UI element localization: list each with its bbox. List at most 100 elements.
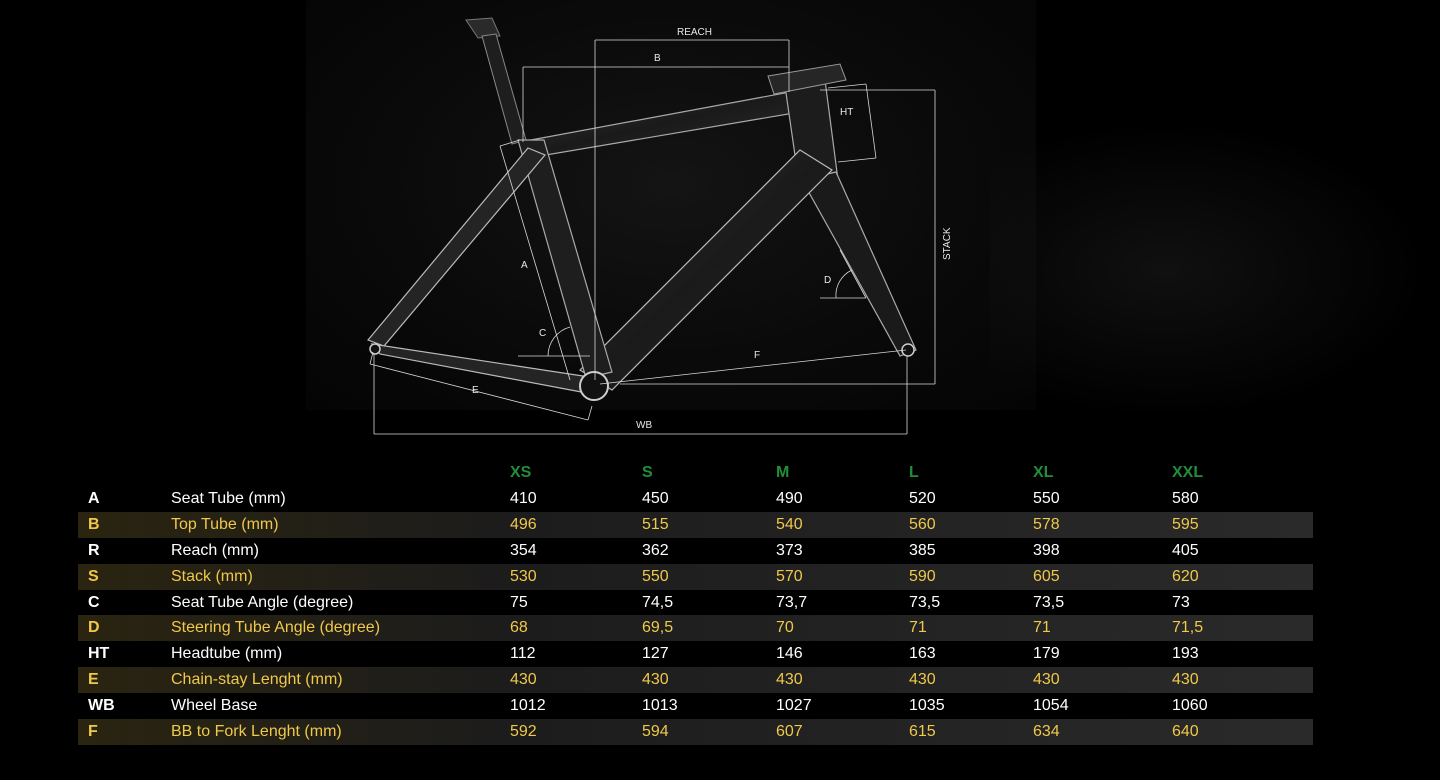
row-name: Reach (mm)	[171, 541, 260, 559]
row-value-m: 570	[776, 567, 803, 585]
row-value-m: 70	[776, 619, 794, 637]
row-value-xxl: 71,5	[1172, 619, 1204, 637]
f-label: F	[754, 350, 760, 361]
row-value-xl: 634	[1033, 723, 1060, 741]
row-value-m: 73,7	[776, 593, 808, 611]
row-value-xl: 550	[1033, 490, 1060, 507]
row-value-s: 127	[642, 645, 669, 663]
row-value-l: 73,5	[909, 593, 941, 611]
row-name: Headtube (mm)	[171, 645, 283, 663]
size-header-s: S	[642, 464, 653, 481]
frame-geometry-diagram: REACH B HT STACK A C D F E WB	[366, 17, 953, 435]
row-value-xl: 430	[1033, 671, 1060, 689]
row-value-xxl: 595	[1172, 515, 1199, 533]
row-value-m: 373	[776, 541, 803, 559]
row-value-s: 450	[642, 490, 669, 507]
row-value-xs: 430	[510, 671, 537, 689]
row-value-xxl: 430	[1172, 671, 1199, 689]
geometry-row-ht: HT Headtube (mm) 112 127 146 163 179 193	[78, 641, 1313, 667]
row-value-xxl: 193	[1172, 645, 1199, 663]
seatpost	[465, 17, 527, 145]
row-value-xl: 578	[1033, 515, 1060, 533]
ht-label: HT	[840, 107, 853, 118]
row-value-xxl: 580	[1172, 490, 1199, 507]
row-value-xs: 592	[510, 723, 537, 741]
row-value-xxl: 405	[1172, 541, 1199, 559]
row-value-l: 615	[909, 723, 936, 741]
row-value-xs: 112	[510, 645, 536, 663]
row-value-xs: 410	[510, 490, 537, 507]
geometry-row-a: A Seat Tube (mm) 410 450 490 520 550 580	[78, 486, 1313, 512]
row-value-l: 430	[909, 671, 936, 689]
row-name: BB to Fork Lenght (mm)	[171, 723, 342, 741]
row-value-xxl: 1060	[1172, 697, 1208, 715]
size-header-l: L	[909, 464, 919, 481]
row-code: B	[88, 515, 100, 533]
row-code: F	[88, 723, 98, 741]
row-value-s: 69,5	[642, 619, 674, 637]
row-value-s: 362	[642, 541, 669, 559]
row-name: Seat Tube (mm)	[171, 490, 286, 507]
wb-label: WB	[636, 420, 652, 431]
row-value-l: 520	[909, 490, 936, 507]
row-value-xl: 73,5	[1033, 593, 1065, 611]
geometry-row-r: R Reach (mm) 354 362 373 385 398 405	[78, 538, 1313, 564]
frame-photo-background	[306, 0, 1036, 410]
dimension-lines	[369, 39, 936, 435]
row-value-xxl: 620	[1172, 567, 1199, 585]
size-header-xs: XS	[510, 464, 532, 481]
row-value-m: 146	[776, 645, 803, 663]
row-code: WB	[88, 697, 115, 715]
row-value-xl: 398	[1033, 541, 1060, 559]
row-code: HT	[88, 645, 110, 663]
row-value-m: 607	[776, 723, 803, 741]
row-value-l: 1035	[909, 697, 945, 715]
background-shadow	[990, 120, 1430, 420]
b-label: B	[654, 53, 661, 64]
reach-label: REACH	[677, 27, 712, 38]
row-value-s: 430	[642, 671, 669, 689]
row-value-m: 1027	[776, 697, 812, 715]
row-code: A	[88, 490, 100, 507]
row-value-s: 1013	[642, 697, 678, 715]
row-value-xs: 1012	[510, 697, 546, 715]
c-label: C	[539, 328, 546, 339]
row-name: Chain-stay Lenght (mm)	[171, 671, 343, 689]
row-value-l: 163	[909, 645, 936, 663]
geometry-row-s: S Stack (mm) 530 550 570 590 605 620	[78, 563, 1313, 590]
row-name: Top Tube (mm)	[171, 515, 279, 533]
row-value-m: 540	[776, 515, 803, 533]
row-name: Stack (mm)	[171, 567, 253, 585]
row-value-xl: 179	[1033, 645, 1060, 663]
row-value-xs: 530	[510, 567, 537, 585]
row-code: D	[88, 619, 100, 637]
row-name: Steering Tube Angle (degree)	[171, 619, 381, 637]
row-value-xl: 71	[1033, 619, 1051, 637]
row-code: R	[88, 541, 100, 559]
row-value-s: 550	[642, 567, 669, 585]
bike-frame	[366, 63, 917, 401]
a-label: A	[521, 260, 528, 271]
row-code: S	[88, 567, 99, 585]
d-label: D	[824, 275, 831, 286]
row-code: C	[88, 593, 100, 611]
row-value-xl: 605	[1033, 567, 1060, 585]
row-value-m: 490	[776, 490, 803, 507]
row-value-s: 74,5	[642, 593, 674, 611]
row-value-m: 430	[776, 671, 803, 689]
row-value-xs: 496	[510, 515, 537, 533]
row-name: Seat Tube Angle (degree)	[171, 593, 354, 611]
row-value-l: 560	[909, 515, 936, 533]
row-value-l: 590	[909, 567, 936, 585]
row-value-l: 385	[909, 541, 936, 559]
row-value-xs: 354	[510, 541, 537, 559]
row-name: Wheel Base	[171, 697, 258, 715]
row-value-xxl: 640	[1172, 723, 1199, 741]
